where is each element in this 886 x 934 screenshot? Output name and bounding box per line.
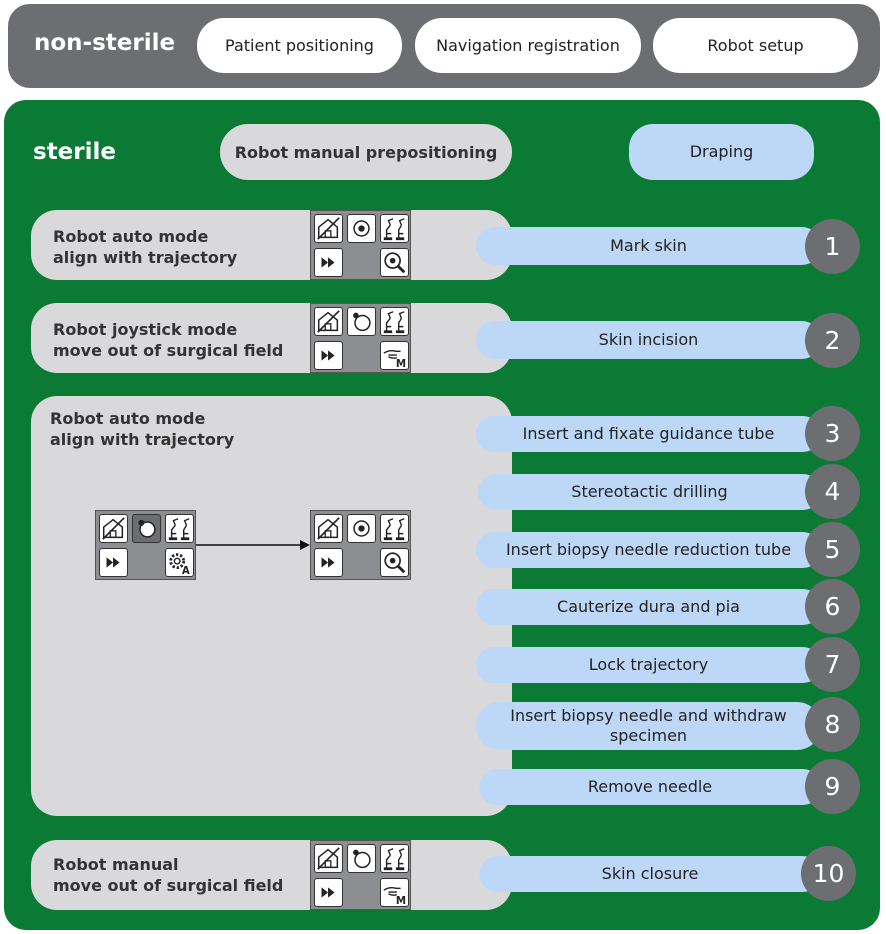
step-2-number: 2 [805, 313, 860, 368]
auto-gear-icon [165, 548, 194, 577]
robot-arm-icon [380, 844, 409, 873]
mode-label-4: Robot manual move out of surgical field [53, 855, 284, 895]
step-robot-manual-prepositioning: Robot manual prepositioning [220, 124, 512, 180]
step-draping: Draping [629, 124, 814, 180]
zoom-target-icon [380, 548, 409, 577]
step-3-label: Insert and fixate guidance tube [476, 416, 821, 452]
home-disabled-icon [99, 514, 128, 543]
step-navigation-registration: Navigation registration [415, 18, 641, 73]
target-icon [347, 514, 376, 543]
fast-forward-icon [99, 548, 128, 577]
robot-control-panel-auto [310, 210, 411, 280]
step-6-number: 6 [805, 579, 860, 634]
step-5-label: Insert biopsy needle reduction tube [476, 532, 821, 568]
fast-forward-icon [314, 248, 343, 277]
mode-label-1: Robot auto mode align with trajectory [53, 227, 238, 267]
robot-arm-icon [380, 307, 409, 336]
step-9-label: Remove needle [479, 769, 821, 805]
robot-control-panel-joystick [310, 303, 411, 373]
step-4-label: Stereotactic drilling [478, 474, 821, 510]
transition-arrow [196, 540, 310, 550]
home-disabled-icon [314, 214, 343, 243]
circle-offset-icon [347, 307, 376, 336]
robot-control-panel-auto-start [95, 510, 196, 580]
robot-control-panel-manual [310, 840, 411, 910]
target-icon [347, 214, 376, 243]
robot-arm-icon [165, 514, 194, 543]
mode-panel-3 [31, 396, 512, 816]
step-4-number: 4 [805, 464, 860, 519]
home-disabled-icon [314, 514, 343, 543]
non-sterile-title: non-sterile [34, 30, 176, 56]
step-3-number: 3 [805, 406, 860, 461]
step-robot-setup: Robot setup [653, 18, 858, 73]
step-7-label: Lock trajectory [476, 647, 821, 683]
mode-panel-4 [31, 840, 512, 910]
mode-label-2: Robot joystick mode move out of surgical… [53, 320, 284, 360]
step-6-label: Cauterize dura and pia [476, 589, 821, 625]
fast-forward-icon [314, 878, 343, 907]
robot-arm-icon [380, 514, 409, 543]
robot-control-panel-auto-end [310, 510, 411, 580]
robot-arm-icon [380, 214, 409, 243]
mode-panel-1 [31, 210, 512, 280]
step-8-number: 8 [805, 697, 860, 752]
zoom-target-icon [380, 248, 409, 277]
fast-forward-icon [314, 548, 343, 577]
circle-offset-icon [347, 844, 376, 873]
step-9-number: 9 [805, 759, 860, 814]
step-10-number: 10 [801, 846, 856, 901]
sterile-title: sterile [33, 139, 116, 165]
home-disabled-icon [314, 844, 343, 873]
step-2-label: Skin incision [476, 321, 821, 359]
step-8-label: Insert biopsy needle and withdraw specim… [476, 702, 821, 750]
step-7-number: 7 [805, 637, 860, 692]
home-disabled-icon [314, 307, 343, 336]
step-10-label: Skin closure [479, 856, 821, 892]
step-patient-positioning: Patient positioning [197, 18, 402, 73]
step-5-number: 5 [805, 522, 860, 577]
mode-label-3: Robot auto mode align with trajectory [50, 409, 235, 449]
manual-hand-icon [380, 341, 409, 370]
step-1-number: 1 [805, 219, 860, 274]
fast-forward-icon [314, 341, 343, 370]
manual-hand-icon [380, 878, 409, 907]
target-selected-icon [132, 514, 161, 543]
step-1-label: Mark skin [476, 227, 821, 265]
mode-panel-2 [31, 303, 512, 373]
